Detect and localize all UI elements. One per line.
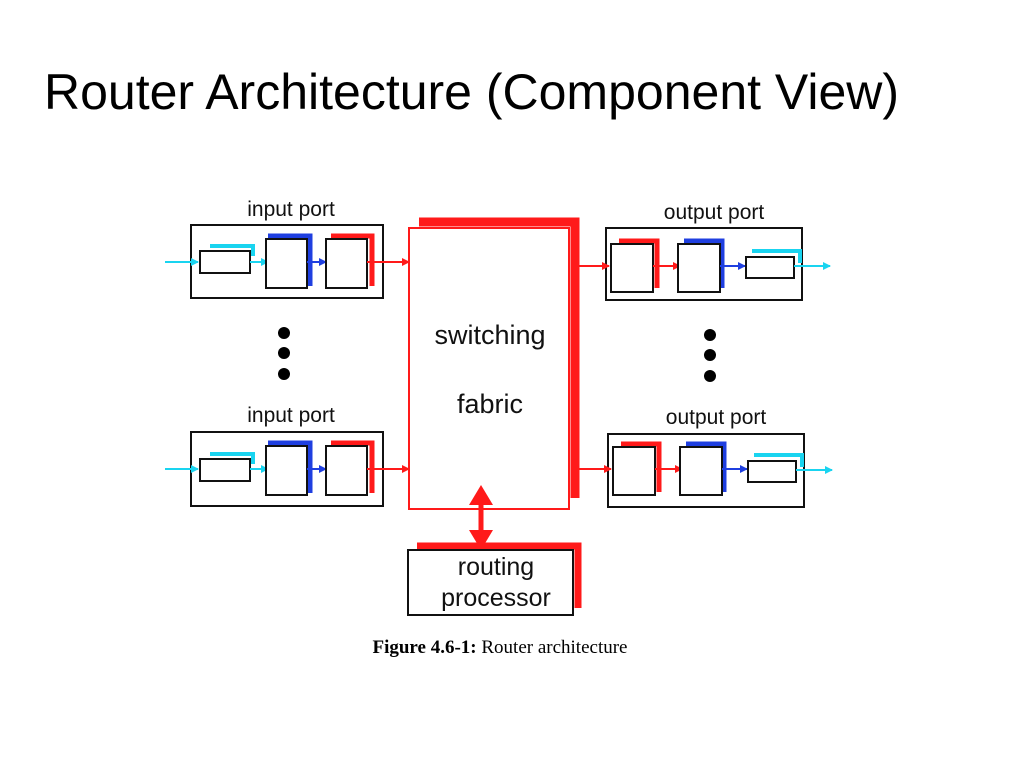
line-termination-shadow [210, 452, 255, 464]
processor-label-line1: routing [458, 553, 534, 581]
figure-caption: Figure 4.6-1: Router architecture [0, 637, 1000, 659]
output-ellipsis-dots [704, 329, 716, 382]
input-port-top: input port [165, 198, 410, 299]
line-termination-block [199, 250, 251, 274]
link-layer-block [679, 446, 723, 496]
queue-block [612, 446, 656, 496]
lookup-queue-block [325, 445, 368, 496]
link-layer-block [265, 445, 308, 496]
output-port-top: output port [575, 201, 831, 301]
line-termination-block [747, 460, 797, 483]
input-port-label: input port [247, 404, 335, 427]
lookup-queue-block [325, 238, 368, 289]
link-layer-shadow [268, 233, 313, 286]
link-layer-block [677, 243, 721, 293]
link-layer-shadow [684, 238, 725, 288]
lookup-queue-shadow [331, 440, 375, 493]
processor-shadow [417, 542, 582, 608]
input-port-bottom: input port [165, 404, 410, 507]
line-termination-shadow [210, 244, 255, 256]
line-termination-shadow [754, 453, 804, 467]
fabric-label-line1: switching [434, 320, 545, 350]
line-termination-block [745, 256, 795, 279]
queue-shadow [619, 238, 660, 288]
queue-block [610, 243, 654, 293]
line-termination-block [199, 458, 251, 482]
fabric-box [408, 227, 570, 510]
fabric-shadow [419, 217, 580, 498]
switching-fabric: switching fabric [408, 217, 580, 510]
processor-box [407, 549, 574, 616]
caption-text: Router architecture [476, 637, 628, 658]
fabric-processor-arrow [469, 485, 493, 550]
slide-title: Router Architecture (Component View) [44, 64, 900, 120]
fabric-label-line2: fabric [457, 389, 523, 419]
queue-shadow [621, 441, 662, 492]
line-termination-shadow [752, 249, 802, 263]
output-port-label: output port [666, 406, 767, 429]
output-port-bottom: output port [575, 406, 833, 508]
link-layer-block [265, 238, 308, 289]
routing-processor: routing processor [407, 542, 582, 616]
input-ellipsis-dots [278, 327, 290, 380]
link-layer-shadow [268, 440, 313, 493]
lookup-queue-shadow [331, 233, 375, 286]
processor-label-line2: processor [441, 584, 551, 612]
output-port-label: output port [664, 201, 765, 224]
caption-figure-number: Figure 4.6-1: [372, 637, 477, 658]
input-port-label: input port [247, 198, 335, 221]
link-layer-shadow [686, 441, 727, 492]
